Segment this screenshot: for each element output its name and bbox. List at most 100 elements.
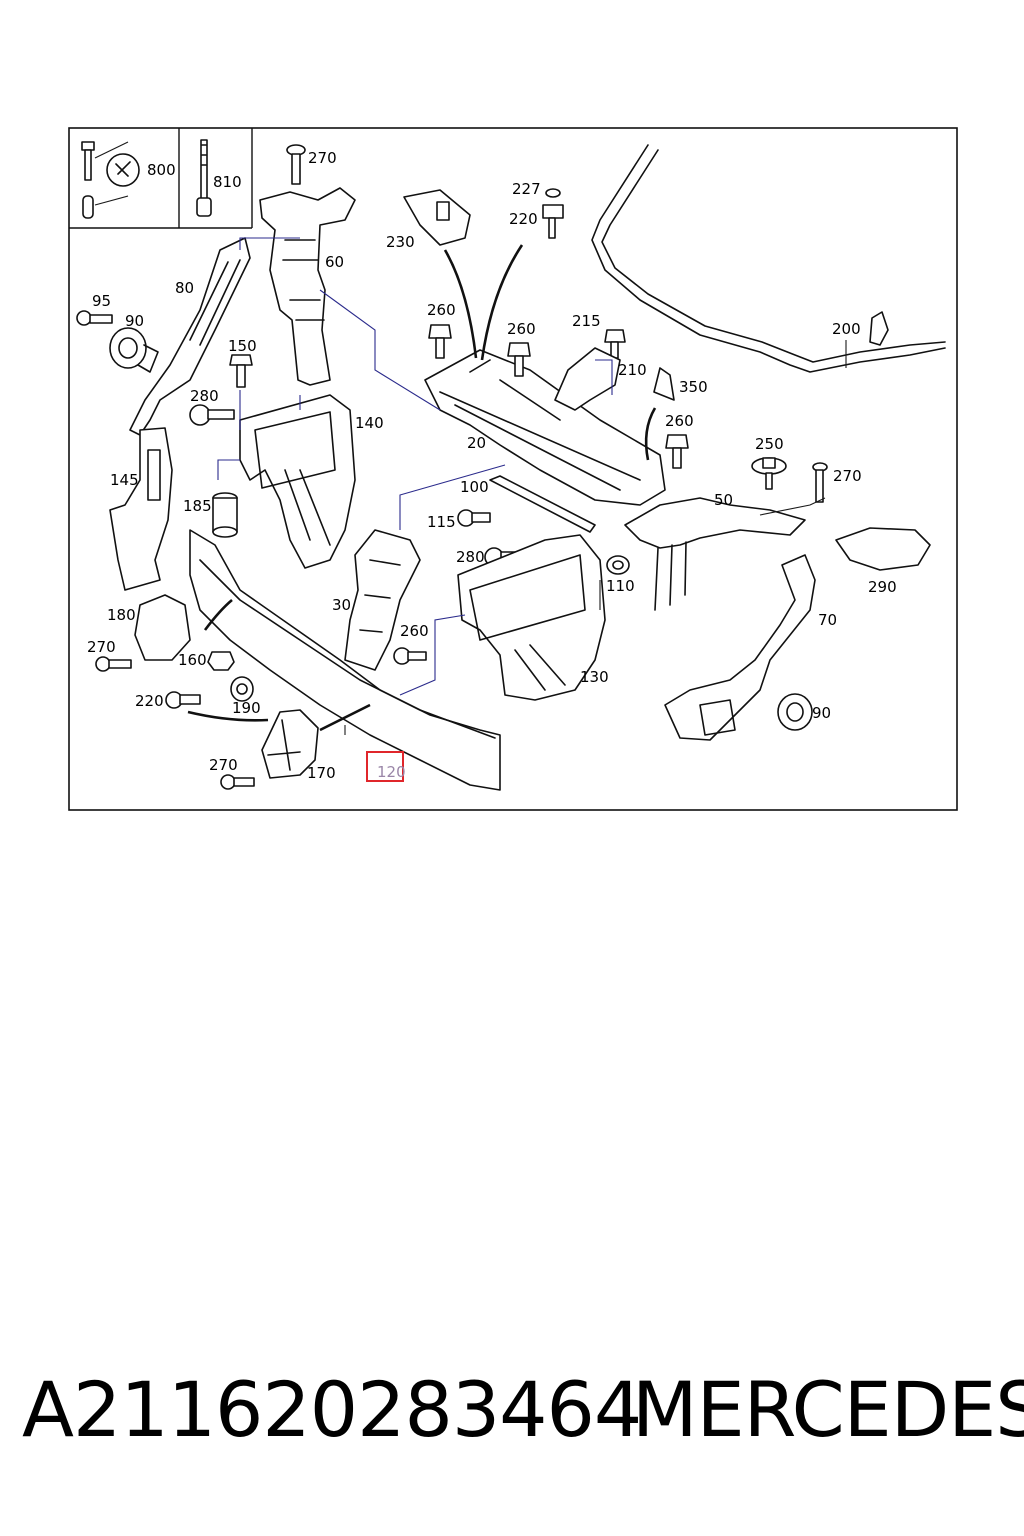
callout-170: 170 bbox=[307, 764, 336, 782]
clip-350 bbox=[653, 367, 675, 401]
callout-280: 280 bbox=[190, 387, 219, 405]
bolt-260b bbox=[507, 342, 531, 377]
assembly-arrows bbox=[187, 244, 657, 732]
callout-350: 350 bbox=[679, 378, 708, 396]
callout-220: 220 bbox=[509, 210, 538, 228]
callout-215: 215 bbox=[572, 312, 601, 330]
callout-140: 140 bbox=[355, 414, 384, 432]
callout-100: 100 bbox=[460, 478, 489, 496]
callout-180: 180 bbox=[107, 606, 136, 624]
callout-labels: 800 810 270 227 220 230 60 80 95 90 260 … bbox=[87, 149, 897, 782]
callout-50: 50 bbox=[714, 491, 733, 509]
callout-130: 130 bbox=[580, 668, 609, 686]
bolt-270a bbox=[286, 144, 306, 185]
bracket-170-detail bbox=[267, 719, 301, 771]
callout-230: 230 bbox=[386, 233, 415, 251]
callout-20: 20 bbox=[467, 434, 486, 452]
cable-200-clip bbox=[869, 311, 889, 346]
crash-box-30 bbox=[344, 529, 421, 671]
callout-260: 260 bbox=[400, 622, 429, 640]
callout-270: 270 bbox=[833, 467, 862, 485]
callout-190: 190 bbox=[232, 699, 261, 717]
sleeve-185 bbox=[212, 492, 238, 538]
bolt-215 bbox=[604, 329, 626, 359]
bolt-260c bbox=[665, 434, 689, 469]
ring-227 bbox=[545, 188, 561, 198]
lock-carrier-80-detail bbox=[189, 259, 241, 346]
callout-60: 60 bbox=[325, 253, 344, 271]
callout-800: 800 bbox=[147, 161, 176, 179]
callout-145: 145 bbox=[110, 471, 139, 489]
rod-100 bbox=[489, 475, 596, 533]
clip-230-detail bbox=[436, 201, 450, 221]
callout-200: 200 bbox=[832, 320, 861, 338]
front-panel-20-detail bbox=[439, 359, 641, 491]
bracket-50 bbox=[624, 497, 806, 549]
callout-150: 150 bbox=[228, 337, 257, 355]
bolt-280a bbox=[189, 404, 235, 426]
callout-810: 810 bbox=[213, 173, 242, 191]
bolt-270d bbox=[220, 774, 255, 790]
leader-lines bbox=[217, 237, 847, 735]
bumper-beam-120-edge bbox=[199, 559, 496, 739]
nut-160 bbox=[207, 651, 235, 671]
grommet-90a bbox=[109, 327, 159, 373]
front-panel-20 bbox=[424, 349, 666, 506]
callout-210: 210 bbox=[618, 361, 647, 379]
nut-250 bbox=[751, 457, 787, 490]
inset-boxes bbox=[69, 128, 253, 229]
callout-185: 185 bbox=[183, 497, 212, 515]
bracket-70 bbox=[664, 554, 816, 741]
grommet-90b bbox=[777, 693, 813, 731]
cable-200-edge bbox=[601, 149, 946, 363]
diagram-frame bbox=[68, 127, 958, 811]
callout-270: 270 bbox=[308, 149, 337, 167]
callout-110: 110 bbox=[606, 577, 635, 595]
bolt-220b bbox=[165, 691, 201, 709]
brand-name: MERCEDES bbox=[632, 1365, 1024, 1454]
callout-290: 290 bbox=[868, 578, 897, 596]
bracket-180 bbox=[134, 594, 191, 661]
crash-box-140 bbox=[239, 394, 356, 569]
bracket-50-legs bbox=[654, 541, 687, 611]
bolt-220a bbox=[542, 204, 564, 239]
washer-110 bbox=[606, 555, 630, 575]
bracket-170 bbox=[261, 709, 319, 779]
support-145 bbox=[109, 427, 173, 591]
callout-120: 120 bbox=[377, 763, 406, 781]
callout-227: 227 bbox=[512, 180, 541, 198]
callout-70: 70 bbox=[818, 611, 837, 629]
inset-fasteners bbox=[81, 139, 212, 219]
crash-box-130 bbox=[457, 534, 606, 701]
bolt-115 bbox=[457, 509, 491, 527]
crash-box-30-detail bbox=[359, 559, 401, 633]
lock-carrier-80 bbox=[129, 237, 251, 436]
callout-95: 95 bbox=[92, 292, 111, 310]
bolt-150 bbox=[229, 354, 253, 388]
bolt-270c bbox=[95, 656, 132, 672]
callout-270: 270 bbox=[209, 756, 238, 774]
bolt-260a bbox=[428, 324, 452, 359]
bolt-95 bbox=[76, 310, 113, 326]
callout-280: 280 bbox=[456, 548, 485, 566]
callout-120-highlight bbox=[366, 751, 404, 782]
callout-220: 220 bbox=[135, 692, 164, 710]
bumper-beam-120 bbox=[189, 529, 501, 791]
support-145-window bbox=[147, 449, 161, 501]
cable-200 bbox=[591, 144, 946, 373]
callout-160: 160 bbox=[178, 651, 207, 669]
bolt-260d bbox=[393, 647, 427, 665]
callout-260: 260 bbox=[665, 412, 694, 430]
callout-90: 90 bbox=[125, 312, 144, 330]
crash-box-140-detail bbox=[254, 411, 336, 546]
callout-80: 80 bbox=[175, 279, 194, 297]
callout-260: 260 bbox=[427, 301, 456, 319]
bracket-70-detail bbox=[699, 699, 736, 736]
callout-115: 115 bbox=[427, 513, 456, 531]
callout-30: 30 bbox=[332, 596, 351, 614]
bracket-210 bbox=[554, 347, 621, 411]
bracket-60 bbox=[259, 187, 356, 386]
grommet-190 bbox=[230, 676, 254, 702]
crash-box-130-detail bbox=[469, 554, 586, 691]
